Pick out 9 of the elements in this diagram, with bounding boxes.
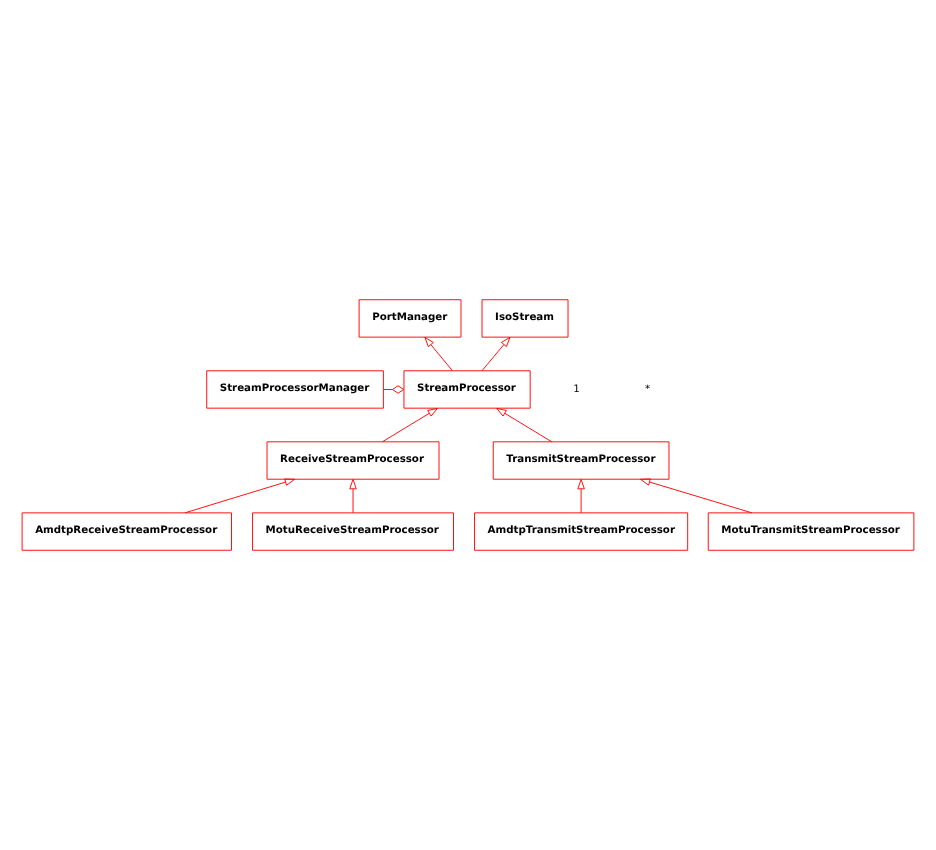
- arrow: [381, 407, 438, 443]
- arrow: [577, 479, 585, 514]
- arrow: [184, 478, 296, 514]
- connector: [382, 385, 405, 394]
- arrow: [481, 336, 511, 372]
- arrow: [424, 336, 453, 372]
- arrow: [496, 407, 553, 443]
- arrow: [640, 478, 753, 514]
- arrow: [349, 479, 357, 514]
